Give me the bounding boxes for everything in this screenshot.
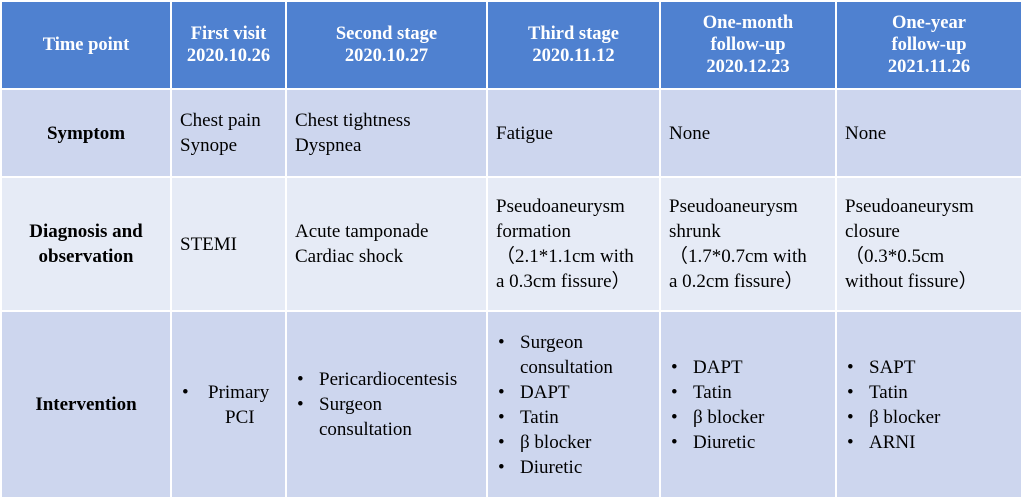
list-item: Tatin xyxy=(669,380,834,405)
list-item: DAPT xyxy=(669,355,834,380)
symptom-cell: None xyxy=(659,88,837,178)
header-time-point: Time point xyxy=(0,0,172,90)
intervention-cell: Surgeon consultation DAPT Tatin β blocke… xyxy=(486,310,661,499)
diagnosis-cell: STEMI xyxy=(170,176,287,312)
list-item: DAPT xyxy=(496,380,658,405)
diagnosis-row: Diagnosis and observation STEMI Acute ta… xyxy=(0,176,1021,312)
list-item: SAPT xyxy=(845,355,1020,380)
intervention-label: Intervention xyxy=(0,310,172,499)
list-item-continuation: consultation xyxy=(319,419,412,440)
symptom-cell: Chest pain Synope xyxy=(170,88,287,178)
intervention-list: DAPT Tatin β blocker Diuretic xyxy=(669,355,834,455)
header-first-visit: First visit 2020.10.26 xyxy=(170,0,287,90)
diagnosis-cell: Acute tamponade Cardiac shock xyxy=(285,176,488,312)
header-second-stage: Second stage 2020.10.27 xyxy=(285,0,488,90)
list-item: β blocker xyxy=(669,405,834,430)
diagnosis-cell: Pseudoaneurysm formation （2.1*1.1cm with… xyxy=(486,176,661,312)
intervention-row: Intervention Primary PCI Pericardiocente… xyxy=(0,310,1021,499)
intervention-list: Surgeon xyxy=(496,330,658,355)
list-item: ARNI xyxy=(845,430,1020,455)
list-item: Pericardiocentesis xyxy=(295,367,485,392)
intervention-cell: Primary PCI xyxy=(170,310,287,499)
list-item: Diuretic xyxy=(669,430,834,455)
symptom-cell: Chest tightness Dyspnea xyxy=(285,88,488,178)
list-item: β blocker xyxy=(845,405,1020,430)
symptom-cell: Fatigue xyxy=(486,88,661,178)
intervention-list: SAPT Tatin β blocker ARNI xyxy=(845,355,1020,455)
list-item: Primary xyxy=(180,380,284,405)
list-item-continuation: PCI xyxy=(225,406,255,428)
list-item: Surgeon xyxy=(295,392,485,417)
list-item: β blocker xyxy=(496,430,658,455)
list-item-continuation: consultation xyxy=(520,356,613,378)
symptom-cell: None xyxy=(835,88,1021,178)
diagnosis-cell: Pseudoaneurysm shrunk （1.7*0.7cm with a … xyxy=(659,176,837,312)
intervention-list: Pericardiocentesis Surgeon xyxy=(295,367,485,417)
header-one-month: One-month follow-up 2020.12.23 xyxy=(659,0,837,90)
intervention-cell: SAPT Tatin β blocker ARNI xyxy=(835,310,1021,499)
symptom-label: Symptom xyxy=(0,88,172,178)
header-row: Time point First visit 2020.10.26 Second… xyxy=(0,0,1021,90)
list-item: Tatin xyxy=(496,405,658,430)
intervention-list: Primary xyxy=(180,380,284,405)
diagnosis-label: Diagnosis and observation xyxy=(0,176,172,312)
diagnosis-cell: Pseudoaneurysm closure （0.3*0.5cm withou… xyxy=(835,176,1021,312)
header-third-stage: Third stage 2020.11.12 xyxy=(486,0,661,90)
list-item: Diuretic xyxy=(496,455,658,480)
intervention-cell: Pericardiocentesis Surgeon consultation xyxy=(285,310,488,499)
list-item: Surgeon xyxy=(496,330,658,355)
symptom-row: Symptom Chest pain Synope Chest tightnes… xyxy=(0,88,1021,178)
intervention-cell: DAPT Tatin β blocker Diuretic xyxy=(659,310,837,499)
header-one-year: One-year follow-up 2021.11.26 xyxy=(835,0,1021,90)
list-item: Tatin xyxy=(845,380,1020,405)
intervention-list: DAPT Tatin β blocker Diuretic xyxy=(496,380,658,480)
